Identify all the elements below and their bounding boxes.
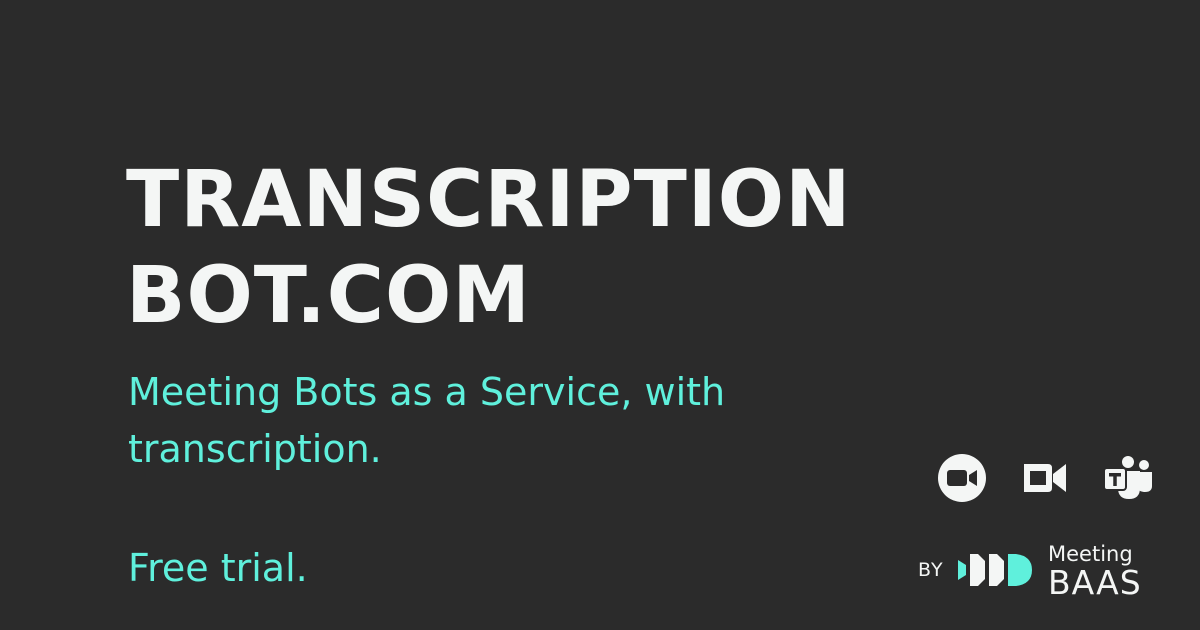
meeting-baas-logo-icon <box>958 554 1032 586</box>
tagline-line-1: Meeting Bots as a Service, with <box>128 370 726 414</box>
tagline: Meeting Bots as a Service, with transcri… <box>128 364 725 478</box>
free-trial-text: Free trial. <box>128 546 308 590</box>
title-line-2: BOT.COM <box>126 251 531 341</box>
by-label: BY <box>918 559 944 581</box>
title-line-1: TRANSCRIPTION <box>126 155 852 245</box>
tagline-line-2: transcription. <box>128 427 382 471</box>
teams-icon <box>1103 456 1152 499</box>
brand-name: Meeting BAAS <box>1048 542 1142 600</box>
zoom-icon <box>938 454 986 502</box>
brand-name-line-2: BAAS <box>1048 563 1142 602</box>
page-title: TRANSCRIPTION BOT.COM <box>126 152 851 344</box>
platform-icons <box>936 452 1154 504</box>
brand-name-line-1: Meeting <box>1048 542 1133 566</box>
google-meet-icon <box>1024 464 1066 492</box>
